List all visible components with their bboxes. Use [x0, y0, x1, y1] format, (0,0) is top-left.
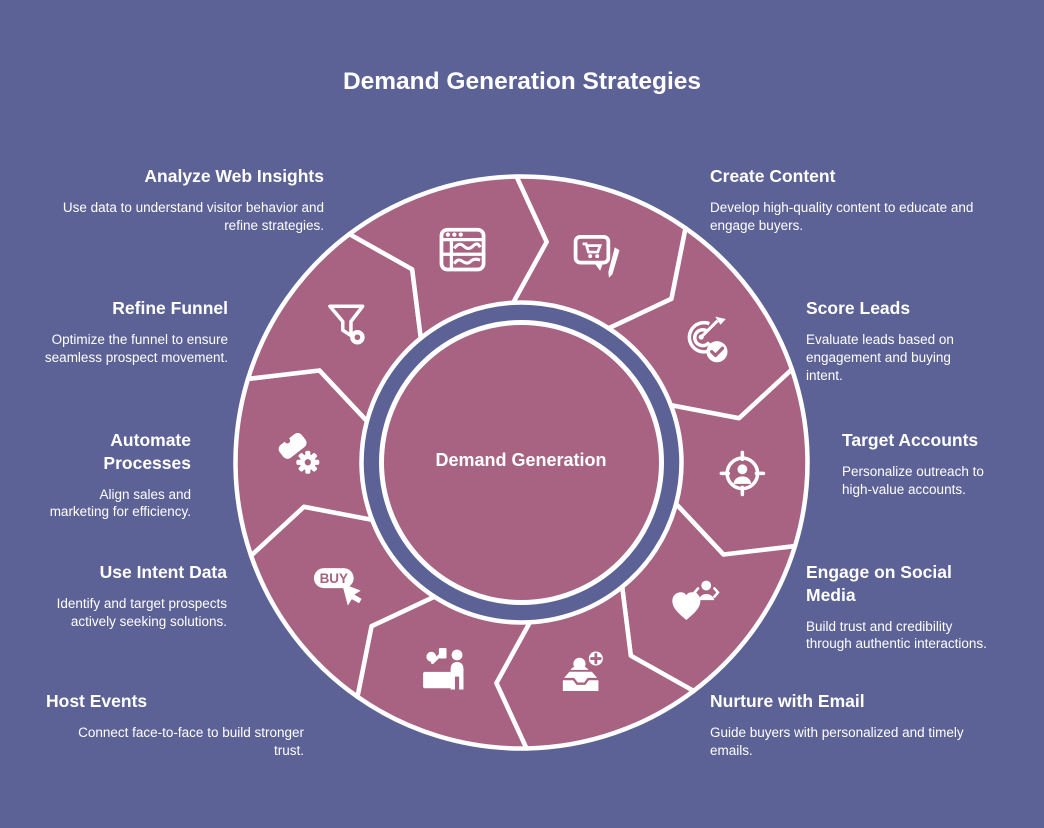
strategy-description: Align sales and marketing for efficiency…	[49, 486, 191, 520]
wheel-hub	[379, 320, 664, 605]
strategy-heading: Use Intent Data	[99, 562, 227, 582]
label-engage-on-social-media: Engage on Social Media Build trust and c…	[806, 561, 991, 653]
strategy-description: Connect face-to-face to build stronger t…	[78, 724, 304, 758]
label-nurture-with-email: Nurture with Email Guide buyers with per…	[710, 690, 1010, 760]
wheel-segment-create-content	[510, 174, 688, 331]
strategy-heading: Host Events	[46, 691, 148, 711]
heart-person-icon	[672, 580, 720, 621]
target-check-icon	[687, 316, 728, 363]
funnel-eye-icon	[328, 304, 365, 345]
buy-cursor-icon: BUY	[313, 568, 362, 606]
strategy-description: Evaluate leads based on engagement and b…	[806, 331, 954, 383]
strategy-heading: Score Leads	[806, 298, 911, 318]
strategy-description: Develop high-quality content to educate …	[710, 199, 974, 233]
tag-gear-icon	[278, 432, 320, 474]
strategy-heading: Nurture with Email	[710, 691, 865, 711]
strategy-heading: Create Content	[710, 166, 836, 186]
wheel-segment-refine-funnel	[245, 231, 424, 424]
label-create-content: Create Content Develop high-quality cont…	[710, 165, 995, 235]
page-title: Demand Generation Strategies	[342, 68, 702, 95]
strategy-description: Optimize the funnel to ensure seamless p…	[44, 331, 228, 365]
wheel-center-label: Demand Generation	[435, 450, 607, 470]
strategy-description: Build trust and credibility through auth…	[806, 618, 987, 652]
chat-cart-icon	[573, 234, 620, 278]
strategy-heading: Target Accounts	[842, 430, 979, 450]
browser-chart-icon	[439, 227, 486, 272]
label-analyze-web-insights: Analyze Web Insights Use data to underst…	[48, 165, 324, 235]
wheel-segment-use-intent-data	[248, 504, 437, 700]
label-automate-processes: Automate Processes Align sales and marke…	[45, 429, 191, 521]
wheel-segment-target-accounts	[668, 367, 810, 557]
label-refine-funnel: Refine Funnel Optimize the funnel to ens…	[40, 297, 228, 367]
wheel-segment-nurture-email	[494, 584, 696, 751]
strategy-heading: Refine Funnel	[112, 298, 228, 318]
label-use-intent-data: Use Intent Data Identify and target pros…	[40, 561, 227, 631]
label-score-leads: Score Leads Evaluate leads based on enga…	[806, 297, 976, 385]
svg-text:BUY: BUY	[320, 571, 348, 586]
label-target-accounts: Target Accounts Personalize outreach to …	[842, 429, 990, 499]
label-host-events: Host Events Connect face-to-face to buil…	[46, 690, 304, 760]
strategy-heading: Analyze Web Insights	[144, 166, 324, 186]
strategy-description: Guide buyers with personalized and timel…	[710, 724, 964, 758]
strategy-description: Use data to understand visitor behavior …	[62, 199, 324, 233]
wheel-segment-analyze-web-insights	[347, 174, 549, 341]
strategy-description: Personalize outreach to high-value accou…	[842, 463, 984, 497]
people-desk-icon	[423, 647, 464, 690]
strategy-description: Identify and target prospects actively s…	[56, 595, 227, 629]
target-person-icon	[719, 450, 766, 497]
inbox-person-icon	[560, 651, 603, 693]
strategy-heading: Engage on Social Media	[806, 562, 952, 605]
strategy-heading: Automate Processes	[103, 430, 191, 473]
